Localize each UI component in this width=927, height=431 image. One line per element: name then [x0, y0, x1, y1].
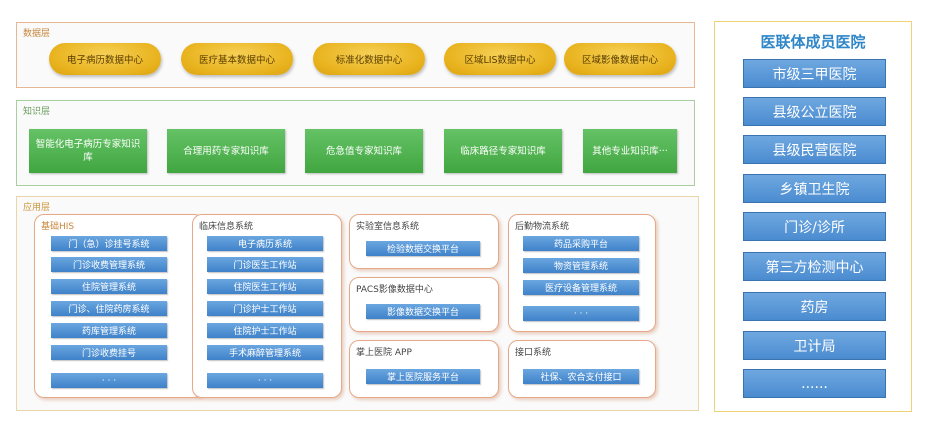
- lab-item: 检验数据交换平台: [366, 241, 480, 256]
- member-item: 卫计局: [743, 331, 886, 360]
- logistics-item: 物资管理系统: [523, 258, 639, 273]
- logistics-item: 药品采购平台: [523, 236, 639, 251]
- his-item: 门诊收费管理系统: [51, 257, 167, 272]
- clinical-item: 住院医生工作站: [207, 279, 323, 294]
- clinical-panel: 临床信息系统 电子病历系统 门诊医生工作站 住院医生工作站 门诊护士工作站 住院…: [192, 214, 342, 398]
- his-item: 门诊收费挂号: [51, 345, 167, 360]
- member-hospitals-title: 医联体成员医院: [760, 33, 866, 51]
- clinical-item: 手术麻醉管理系统: [207, 345, 323, 360]
- knowledge-critical-value: 危急值专家知识库: [305, 129, 423, 173]
- clinical-item: 电子病历系统: [207, 236, 323, 251]
- clinical-item: 住院护士工作站: [207, 323, 323, 338]
- member-item: 市级三甲医院: [743, 59, 886, 88]
- clinical-item-more: · · ·: [207, 373, 323, 388]
- knowledge-rational-drug: 合理用药专家知识库: [167, 129, 285, 173]
- interface-title: 接口系统: [515, 348, 552, 358]
- member-item: 县级公立医院: [743, 97, 886, 126]
- member-item: 第三方检测中心: [743, 252, 886, 281]
- logistics-panel: 后勤物流系统 药品采购平台 物资管理系统 医疗设备管理系统 · · ·: [508, 214, 656, 332]
- application-layer: 应用层 基础HIS 门（急）诊挂号系统 门诊收费管理系统 住院管理系统 门诊、住…: [16, 196, 699, 411]
- knowledge-layer: 知识层 智能化电子病历专家知识库 合理用药专家知识库 危急值专家知识库 临床路径…: [16, 100, 695, 186]
- his-item: 住院管理系统: [51, 279, 167, 294]
- lab-title: 实验室信息系统: [356, 222, 420, 232]
- member-item: 门诊/诊所: [743, 212, 886, 241]
- member-item: 乡镇卫生院: [743, 174, 886, 203]
- logistics-item-more: · · ·: [523, 306, 639, 321]
- member-item-more: ......: [743, 369, 886, 398]
- clinical-title: 临床信息系统: [199, 222, 254, 232]
- member-hospitals-panel: 医联体成员医院 市级三甲医院 县级公立医院 县级民营医院 乡镇卫生院 门诊/诊所…: [714, 21, 912, 412]
- lab-panel: 实验室信息系统 检验数据交换平台: [349, 214, 499, 269]
- his-item-more: · · ·: [51, 373, 167, 388]
- data-center-regional-lis: 区域LIS数据中心: [444, 43, 556, 75]
- member-item: 县级民营医院: [743, 135, 886, 164]
- basic-his-panel: 基础HIS 门（急）诊挂号系统 门诊收费管理系统 住院管理系统 门诊、住院药房系…: [34, 214, 204, 398]
- pacs-panel: PACS影像数据中心 影像数据交换平台: [349, 277, 499, 332]
- his-item: 门（急）诊挂号系统: [51, 236, 167, 251]
- knowledge-layer-title: 知识层: [23, 107, 51, 117]
- basic-his-title: 基础HIS: [41, 222, 75, 232]
- application-layer-title: 应用层: [23, 203, 51, 213]
- knowledge-emr-expert: 智能化电子病历专家知识库: [29, 129, 147, 173]
- data-center-medical-basic: 医疗基本数据中心: [181, 43, 293, 75]
- data-center-standardized: 标准化数据中心: [313, 43, 425, 75]
- mobile-app-title: 掌上医院 APP: [356, 348, 412, 358]
- data-center-regional-imaging: 区域影像数据中心: [564, 43, 676, 75]
- pacs-title: PACS影像数据中心: [356, 285, 433, 295]
- data-center-emr: 电子病历数据中心: [49, 43, 161, 75]
- his-item: 药库管理系统: [51, 323, 167, 338]
- logistics-item: 医疗设备管理系统: [523, 280, 639, 295]
- member-item: 药房: [743, 292, 886, 321]
- data-layer: 数据层 电子病历数据中心 医疗基本数据中心 标准化数据中心 区域LIS数据中心 …: [16, 22, 695, 88]
- pacs-item: 影像数据交换平台: [366, 304, 480, 319]
- logistics-title: 后勤物流系统: [515, 222, 570, 232]
- clinical-item: 门诊医生工作站: [207, 257, 323, 272]
- mobile-app-panel: 掌上医院 APP 掌上医院服务平台: [349, 340, 499, 398]
- interface-item: 社保、农合支付接口: [523, 369, 639, 384]
- interface-panel: 接口系统 社保、农合支付接口: [508, 340, 656, 398]
- data-layer-title: 数据层: [23, 29, 51, 39]
- knowledge-other: 其他专业知识库···: [583, 129, 677, 173]
- clinical-item: 门诊护士工作站: [207, 301, 323, 316]
- mobile-app-item: 掌上医院服务平台: [366, 369, 480, 384]
- his-item: 门诊、住院药房系统: [51, 301, 167, 316]
- knowledge-clinical-pathway: 临床路径专家知识库: [444, 129, 562, 173]
